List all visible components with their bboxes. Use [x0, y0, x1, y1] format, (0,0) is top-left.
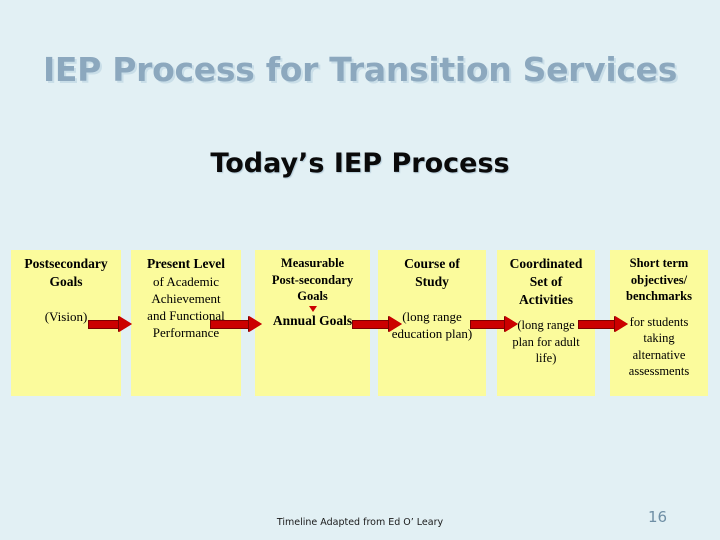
box-body-line: (Vision) — [44, 308, 88, 324]
box-body-line: life) — [535, 351, 557, 366]
box-heading-line: Measurable — [280, 256, 345, 270]
flow-arrow-icon — [352, 316, 402, 333]
box-body-line: of Academic — [152, 273, 220, 289]
down-triangle-icon — [308, 305, 317, 312]
box-heading-line: Course of — [404, 256, 460, 271]
box-body-line: taking — [643, 331, 675, 345]
box-body-line: plan for adult — [512, 334, 580, 349]
box-spacer — [610, 305, 708, 314]
box-body-line: for students — [629, 314, 689, 329]
box-heading-line: Goals — [49, 273, 83, 289]
box-heading-line: Short term — [629, 256, 689, 270]
box-spacer — [378, 291, 486, 308]
arrow-head — [119, 316, 132, 332]
box-heading-line: Goals — [297, 289, 328, 303]
box-heading-line: Activities — [519, 291, 573, 307]
flow-arrow-icon — [578, 316, 628, 333]
arrow-shaft — [210, 320, 251, 329]
arrow-head — [249, 316, 262, 332]
box-heading-line: Coordinated — [509, 256, 583, 271]
flow-box-course-of-study: Course of Study (long range education pl… — [378, 250, 486, 396]
flow-arrow-icon — [210, 316, 262, 333]
box-heading-line: Postsecondary — [24, 256, 108, 271]
box-body-line: assessments — [628, 364, 690, 378]
arrow-shaft — [578, 320, 617, 329]
box-body-line: (long range — [402, 308, 462, 324]
box-body-line: (long range — [517, 318, 575, 333]
box-heading-line: Annual Goals — [272, 312, 353, 328]
page-number: 16 — [648, 508, 668, 526]
box-body-line: education plan) — [391, 325, 473, 341]
arrow-head — [615, 316, 628, 332]
box-body-line: Achievement — [151, 290, 221, 306]
box-heading-line: benchmarks — [626, 289, 692, 303]
flow-arrow-icon — [470, 316, 518, 333]
box-spacer — [11, 291, 121, 308]
slide-subtitle: Today’s IEP Process — [210, 148, 510, 179]
footer-credit: Timeline Adapted from Ed O’ Leary — [276, 517, 444, 528]
arrow-shaft — [470, 320, 507, 329]
box-body-line: and Functional — [147, 308, 225, 324]
arrow-head — [389, 316, 402, 332]
arrow-head — [505, 316, 518, 332]
box-heading-line: Present Level — [146, 256, 226, 271]
arrow-shaft — [352, 320, 391, 329]
flow-box-measurable-goals: Measurable Post-secondary Goals Annual G… — [255, 250, 370, 396]
box-heading-line: Post-secondary — [271, 272, 354, 287]
box-body-line: alternative — [632, 347, 686, 362]
flow-box-present-level: Present Level of Academic Achievement an… — [131, 250, 241, 396]
box-body-line: Performance — [152, 325, 220, 341]
slide-title: IEP Process for Transition Services — [42, 50, 678, 89]
box-heading-line: objectives/ — [630, 272, 688, 287]
flow-arrow-icon — [88, 316, 132, 333]
arrow-shaft — [88, 320, 121, 329]
box-heading-line: Set of — [529, 273, 563, 289]
box-heading-line: Study — [415, 273, 449, 289]
